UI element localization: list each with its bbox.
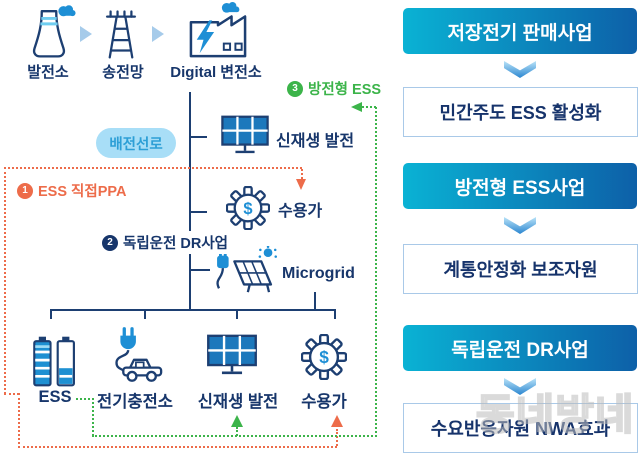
drop-line xyxy=(50,311,52,319)
consumer-node-label: 수용가 xyxy=(278,203,323,220)
green-dashed-line xyxy=(92,398,94,436)
chevron-down-icon xyxy=(504,217,536,234)
power-plant-icon xyxy=(20,4,78,60)
orange-arrow-down-icon xyxy=(296,179,306,190)
consumer-gear-icon: $ xyxy=(226,186,270,230)
solar-panel-icon xyxy=(220,115,270,155)
annotation-ess-ppa: 1 ESS 직접PPA xyxy=(17,180,126,201)
orange-dashed-line xyxy=(18,393,20,448)
green-arrow-left-icon xyxy=(351,102,362,112)
ess-battery-icon xyxy=(30,334,80,388)
transmission-tower-icon xyxy=(99,8,143,60)
flow-arrow-icon xyxy=(152,26,164,42)
orange-dashed-line xyxy=(4,167,6,394)
panel-result-grid-stability: 계통안정화 보조자원 xyxy=(403,244,638,294)
green-dashed-line xyxy=(76,398,94,400)
drop-line xyxy=(334,311,336,319)
ess-label: ESS xyxy=(38,388,72,406)
branch-line xyxy=(191,269,210,271)
transmission-label: 송전망 xyxy=(102,64,144,81)
microgrid-node-label: Microgrid xyxy=(282,265,355,282)
green-dashed-line xyxy=(92,435,377,437)
orange-dashed-line xyxy=(4,167,302,169)
ev-charging-icon xyxy=(101,326,165,384)
dollar-glyph: $ xyxy=(243,200,252,218)
main-feeder-line xyxy=(189,92,191,310)
green-arrow-up-icon xyxy=(230,415,243,427)
panel-result-private-ess: 민간주도 ESS 활성화 xyxy=(403,87,638,137)
distribution-line-pill: 배전선로 xyxy=(96,128,176,158)
annotation-discharge-ess: 3 방전형 ESS xyxy=(287,78,381,99)
badge-1: 1 xyxy=(17,182,33,199)
panel-header-dr-business: 독립운전 DR사업 xyxy=(403,325,637,371)
renewable-node-label: 신재생 발전 xyxy=(276,133,355,150)
annotation-ess-ppa-label: ESS 직접PPA xyxy=(38,184,127,200)
green-dashed-line xyxy=(236,427,238,436)
power-plant-label: 발전소 xyxy=(27,64,69,81)
renewable-bottom-label: 신재생 발전 xyxy=(197,393,279,411)
panel-header-storage-sales: 저장전기 판매사업 xyxy=(403,8,637,54)
solar-panel-icon xyxy=(206,334,258,376)
dollar-glyph: $ xyxy=(319,347,329,367)
digital-substation-icon xyxy=(182,2,254,60)
microgrid-drop-line xyxy=(314,292,316,309)
branch-line xyxy=(191,211,207,213)
panel-result-nwa-effect: 수요반응자원 NWA효과 xyxy=(403,403,638,453)
watermark: 동네방네 xyxy=(475,390,635,439)
consumer-bottom-label: 수용가 xyxy=(301,393,347,411)
badge-2: 2 xyxy=(102,234,118,251)
green-dashed-line xyxy=(362,106,376,108)
orange-arrow-up-icon xyxy=(330,415,343,427)
drop-line xyxy=(236,311,238,319)
drop-line xyxy=(144,311,146,319)
annotation-dr-business-label: 독립운전 DR사업 xyxy=(123,236,229,252)
ev-charging-label: 전기충전소 xyxy=(97,393,173,411)
orange-dashed-line xyxy=(301,169,303,179)
panel-header-discharge-ess: 방전형 ESS사업 xyxy=(403,163,637,209)
green-dashed-line xyxy=(375,107,377,437)
orange-dashed-line xyxy=(336,429,338,446)
orange-dashed-line xyxy=(4,393,19,395)
badge-3: 3 xyxy=(287,80,303,97)
chevron-down-icon xyxy=(504,61,536,78)
bus-line xyxy=(50,309,336,311)
substation-label: Digital 변전소 xyxy=(170,64,262,81)
annotation-discharge-ess-label: 방전형 ESS xyxy=(308,82,382,98)
annotation-dr-business: 2 독립운전 DR사업 xyxy=(99,231,232,254)
microgrid-icon xyxy=(210,246,278,296)
consumer-gear-icon: $ xyxy=(301,334,347,380)
branch-line xyxy=(191,136,207,138)
orange-dashed-line xyxy=(18,446,337,448)
flow-arrow-icon xyxy=(80,26,92,42)
